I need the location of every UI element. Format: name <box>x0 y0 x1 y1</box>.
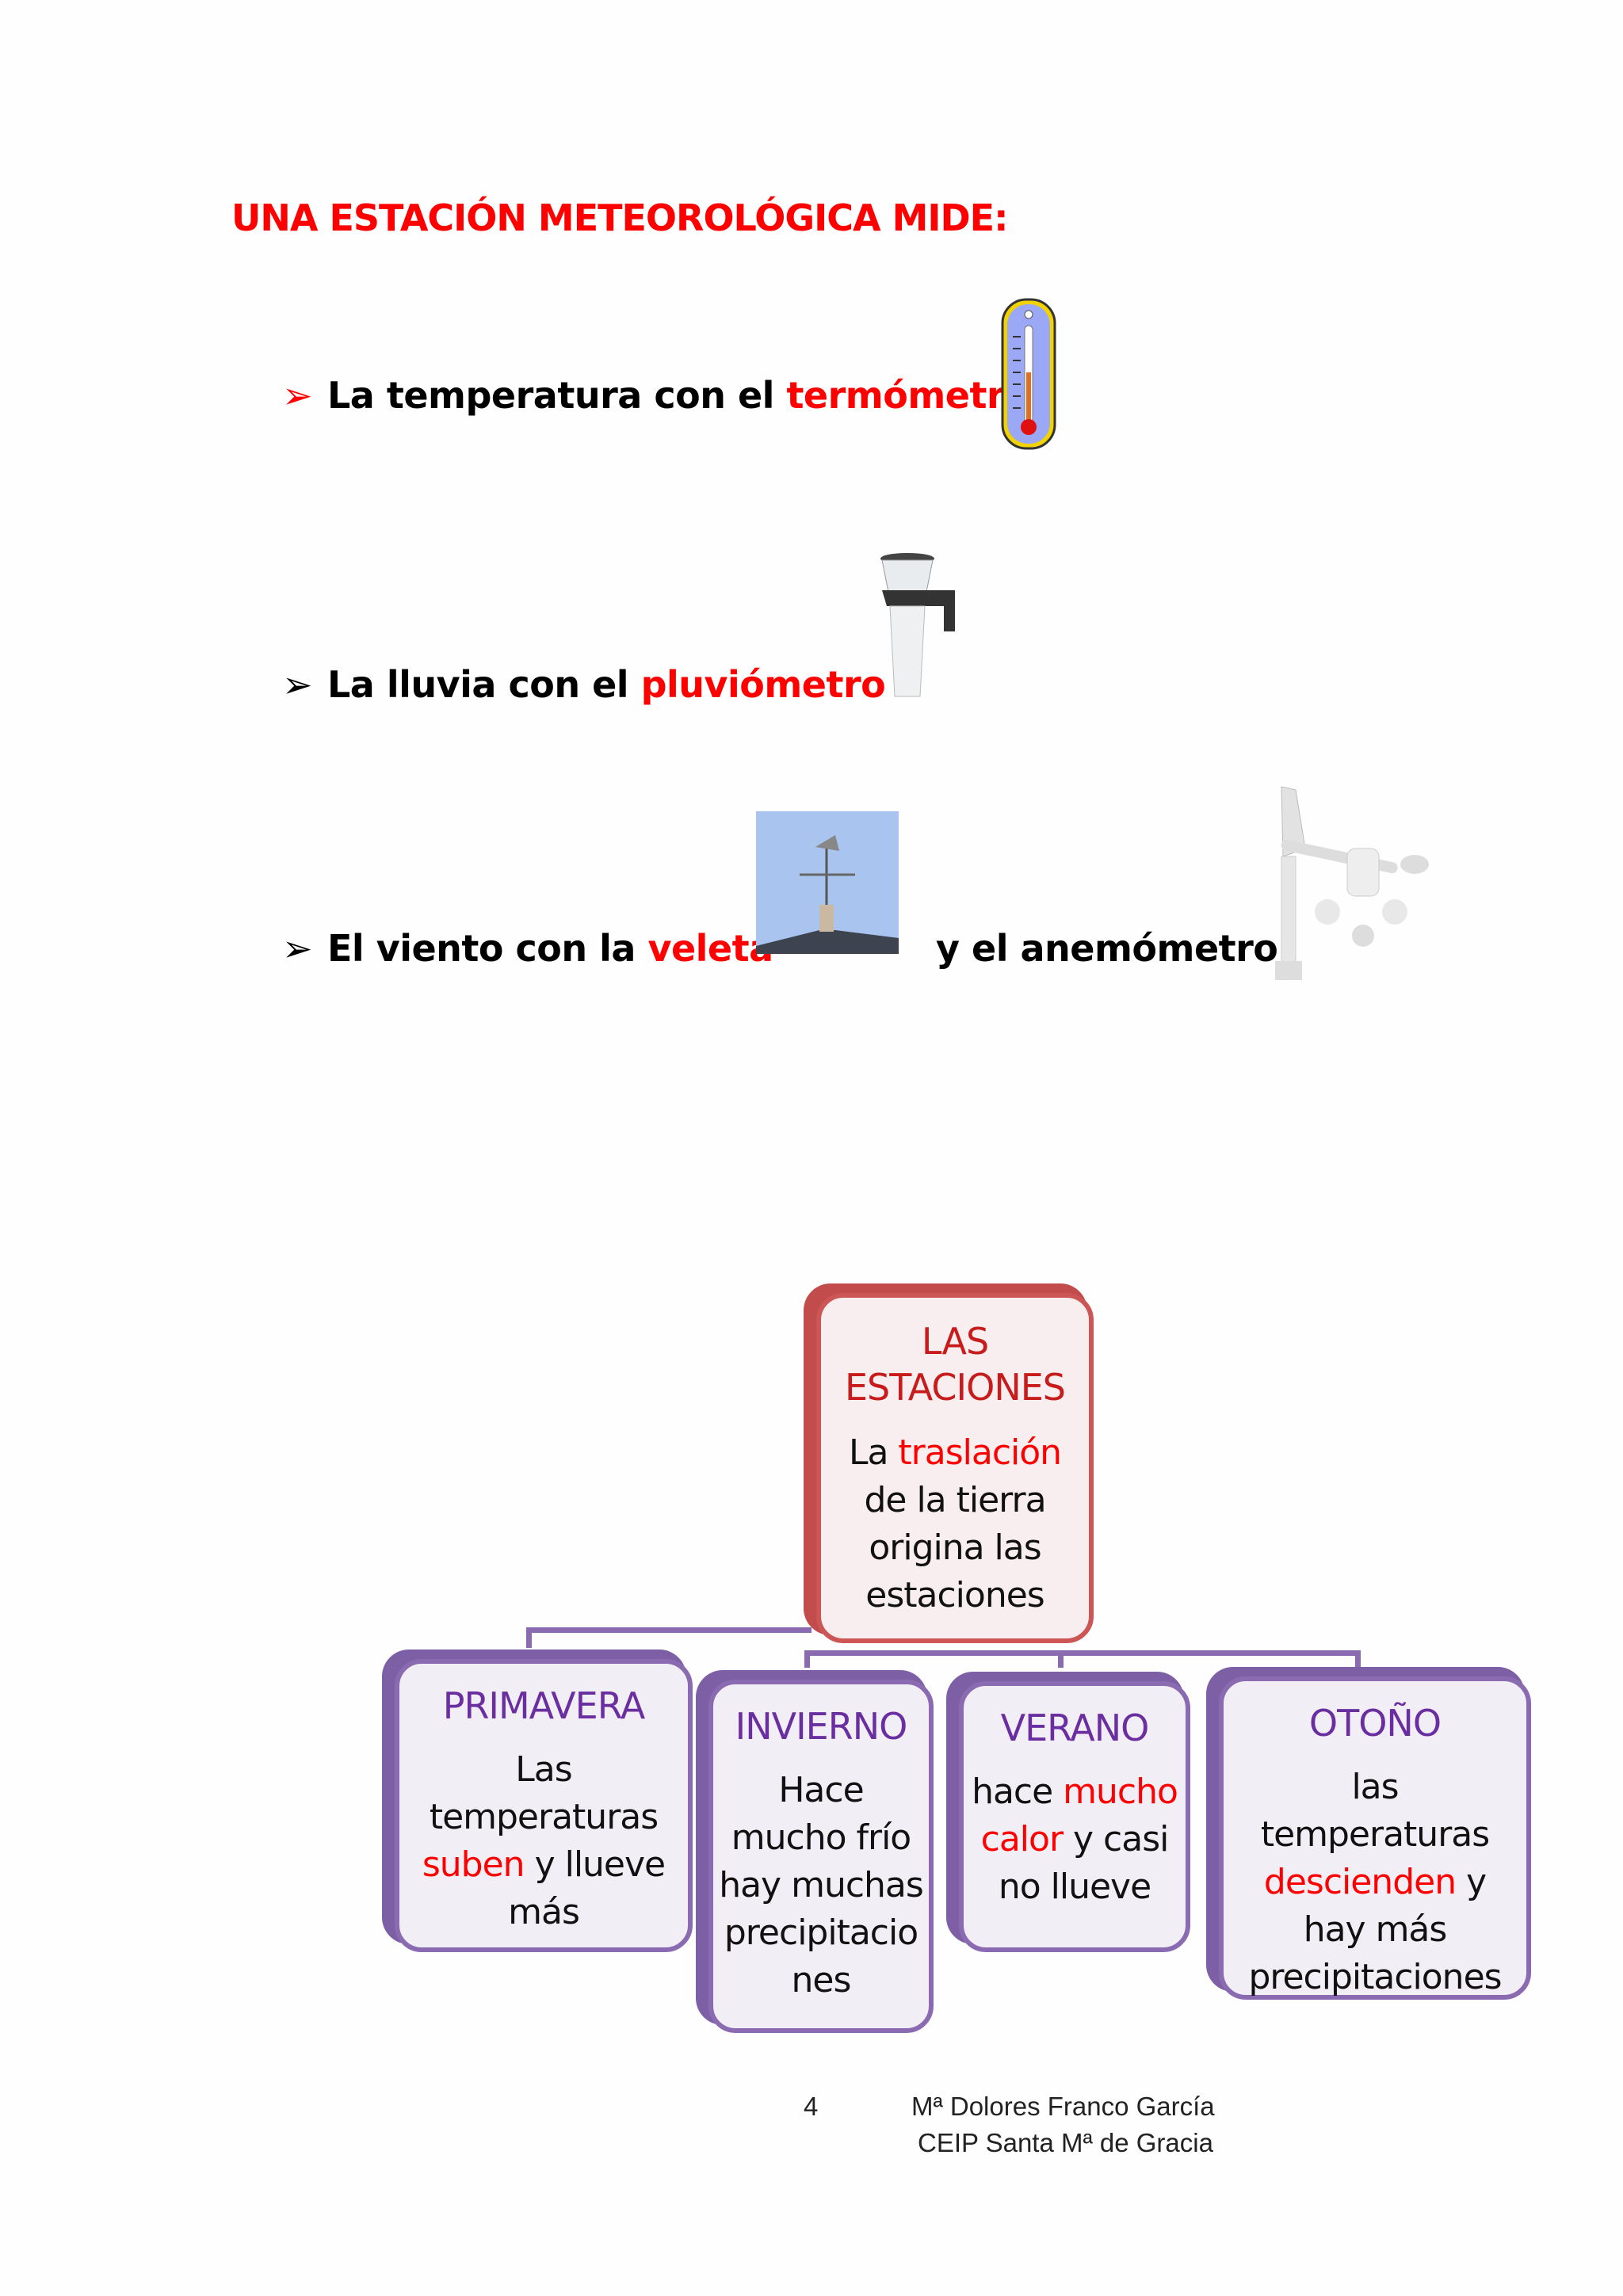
box-text: y <box>1456 1862 1487 1902</box>
connector-line <box>526 1627 812 1633</box>
box-title: PRIMAVERA <box>442 1684 646 1727</box>
item-text: La temperatura con el <box>327 374 787 417</box>
box-text-highlight: descienden <box>1263 1862 1457 1902</box>
box-invierno: INVIERNO Hace mucho frío hay muchas prec… <box>696 1670 934 2033</box>
box-text: y llueve <box>524 1844 666 1885</box>
box-otono: OTOÑO las temperaturas descienden y hay … <box>1206 1667 1531 2000</box>
box-text: más <box>508 1892 580 1932</box>
box-text: precipitacio <box>724 1913 918 1953</box>
instrument-name: termómetro <box>786 374 1029 417</box>
list-item-wind: ➢ El viento con la veleta <box>282 927 773 970</box>
box-text: La <box>848 1432 899 1473</box>
box-text: no llueve <box>998 1867 1151 1907</box>
footer-author: Mª Dolores Franco García <box>911 2092 1215 2121</box>
box-text-highlight: suben <box>422 1844 525 1885</box>
item-instrument-2: y el anemómetro <box>936 927 1278 970</box>
connector-line <box>1355 1650 1361 1668</box>
connector-line <box>1058 1650 1064 1668</box>
list-item-rain: ➢ La lluvia con el pluviómetro <box>282 663 886 706</box>
box-text: de la tierra <box>864 1480 1046 1520</box>
box-title: OTOÑO <box>1308 1702 1442 1745</box>
box-text-highlight: calor <box>980 1819 1064 1859</box>
connector-line <box>804 1650 1359 1656</box>
arrow-bullet-icon: ➢ <box>282 374 313 417</box>
item-text: La lluvia con el <box>327 663 641 706</box>
box-text-highlight: mucho <box>1063 1772 1178 1812</box>
box-text: hay muchas <box>719 1865 924 1905</box>
connector-line <box>804 1650 810 1668</box>
box-text: las <box>1351 1767 1399 1807</box>
footer-school: CEIP Santa Mª de Gracia <box>918 2128 1213 2157</box>
box-title: LAS <box>921 1320 989 1363</box>
box-primavera: PRIMAVERA Las temperaturas suben y lluev… <box>382 1650 693 1952</box>
box-text: origina las <box>869 1527 1041 1568</box>
box-text: hay más <box>1303 1909 1448 1950</box>
arrow-bullet-icon: ➢ <box>282 663 313 706</box>
thermometer-icon <box>1001 298 1056 450</box>
box-text: precipitaciones <box>1248 1957 1502 1997</box>
instrument-name: veleta <box>647 927 773 970</box>
box-text-highlight: temperaturas <box>1260 1814 1490 1855</box>
list-item-temperature: ➢ La temperatura con el termómetro <box>282 374 1029 417</box>
instrument-name: pluviómetro <box>640 663 886 706</box>
box-verano: VERANO hace mucho calor y casi no llueve <box>946 1672 1190 1952</box>
box-title: ESTACIONES <box>844 1366 1066 1409</box>
item-text: El viento con la <box>327 927 648 970</box>
box-text: Las <box>515 1749 572 1790</box>
connector-line <box>526 1627 532 1648</box>
anemometer-icon <box>1275 786 1429 980</box>
box-text: y casi <box>1063 1819 1169 1859</box>
box-text: estaciones <box>865 1575 1044 1615</box>
box-text: nes <box>791 1960 852 2000</box>
connector-text: y el <box>936 927 1021 970</box>
box-text: Hace <box>778 1770 864 1810</box>
box-text: hace <box>972 1772 1064 1812</box>
box-text-highlight: mucho frío <box>731 1817 911 1858</box>
box-title: VERANO <box>1000 1707 1150 1749</box>
instrument-name: anemómetro <box>1020 927 1278 970</box>
box-title: INVIERNO <box>735 1705 908 1748</box>
weather-vane-photo <box>756 811 899 954</box>
box-text-highlight: temperaturas <box>429 1797 659 1837</box>
rain-gauge-icon <box>880 553 955 697</box>
page-heading: UNA ESTACIÓN METEOROLÓGICA MIDE: <box>231 196 1008 239</box>
arrow-bullet-icon: ➢ <box>282 927 313 970</box>
page-number: 4 <box>804 2092 819 2121</box>
box-text-highlight: traslación <box>898 1432 1062 1473</box>
